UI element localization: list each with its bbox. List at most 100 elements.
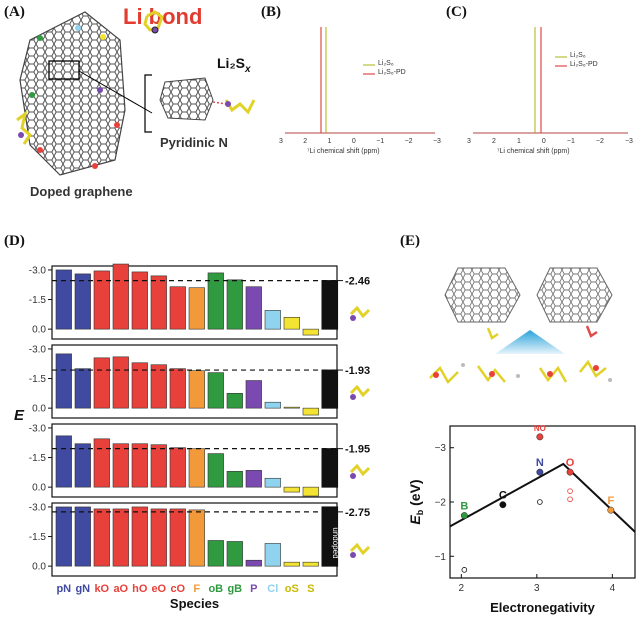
bar-gN bbox=[74, 368, 91, 409]
tick: 1 bbox=[516, 138, 521, 145]
bar-row-3: -3.0-1.50.0-1.95 bbox=[29, 423, 371, 498]
bar-pN bbox=[55, 353, 72, 409]
reference-value-label: -2.75 bbox=[345, 507, 370, 519]
x-tick-label: oB bbox=[208, 583, 223, 595]
panel-a: Li bond bbox=[0, 0, 260, 225]
polysulfide-icon bbox=[349, 305, 371, 319]
x-axis-label: ⁷Li chemical shift (ppm) bbox=[497, 148, 570, 155]
selection-box bbox=[48, 60, 80, 80]
x-axis-label: ⁷Li chemical shift (ppm) bbox=[307, 148, 380, 155]
bar-gB bbox=[226, 541, 243, 567]
undoped-label: undoped bbox=[331, 527, 340, 558]
data-point-open bbox=[461, 567, 468, 573]
bar-undoped bbox=[321, 448, 339, 488]
bracket bbox=[144, 74, 152, 133]
data-point-F bbox=[607, 506, 615, 514]
x-tick-label: kO bbox=[94, 583, 109, 595]
bar-F bbox=[188, 509, 205, 567]
bar-oB bbox=[207, 372, 224, 409]
bar-oS bbox=[283, 406, 300, 409]
bar-S bbox=[302, 328, 319, 336]
bar-undoped bbox=[321, 369, 339, 409]
bar-hO bbox=[131, 271, 148, 330]
data-point-open bbox=[500, 501, 506, 508]
y-tick-label: -3.0 bbox=[29, 502, 47, 513]
bar-kO bbox=[93, 357, 110, 409]
bar-aO bbox=[112, 263, 129, 330]
bar-gB bbox=[226, 471, 243, 488]
point-label: O bbox=[566, 457, 575, 469]
panel-label-b: (B) bbox=[261, 4, 281, 20]
polysulfide-icon bbox=[349, 542, 371, 556]
lithium-atom bbox=[350, 552, 356, 558]
point-label: F bbox=[607, 495, 614, 507]
polysulfide-icon bbox=[349, 463, 371, 477]
y-tick-label: -1.5 bbox=[29, 453, 47, 464]
bar-S bbox=[302, 407, 319, 416]
y-tick-label: -1.5 bbox=[29, 532, 47, 543]
bar-Cl bbox=[264, 310, 281, 330]
bar-oB bbox=[207, 540, 224, 567]
tick: 2 bbox=[491, 138, 496, 145]
x-tick-label: F bbox=[193, 583, 200, 595]
bar-S bbox=[302, 486, 319, 497]
graphene-sheet-right bbox=[536, 267, 613, 323]
lithium-atom bbox=[350, 394, 356, 400]
bar-aO bbox=[112, 356, 129, 409]
data-point-N bbox=[536, 468, 544, 476]
tick: −1 bbox=[566, 138, 575, 145]
bar-pN bbox=[55, 269, 72, 330]
tick: −2 bbox=[404, 138, 413, 145]
tick: 3 bbox=[467, 138, 471, 145]
x-ticks: 3 2 1 0 −1 −2 −3 bbox=[467, 138, 633, 145]
bar-hO bbox=[131, 506, 148, 567]
x-tick-label: gN bbox=[75, 583, 90, 595]
inset-li2sx bbox=[224, 99, 256, 115]
li2sx-cluster bbox=[143, 10, 164, 34]
dopant-atom bbox=[29, 92, 35, 98]
inset-graphene bbox=[159, 77, 214, 121]
tick: 2 bbox=[303, 138, 308, 145]
bar-cO bbox=[169, 286, 186, 330]
bar-Cl bbox=[264, 543, 281, 567]
bar-P bbox=[245, 559, 262, 567]
bar-gN bbox=[74, 506, 91, 567]
y-tick-label: −1 bbox=[435, 552, 447, 563]
y-tick-label: −3 bbox=[435, 443, 447, 454]
bar-oS bbox=[283, 561, 300, 567]
tick: 1 bbox=[327, 138, 332, 145]
adsorption-arrow bbox=[495, 330, 565, 354]
graphene-adsorption-illustration bbox=[429, 267, 613, 385]
y-tick-label: -1.5 bbox=[29, 374, 47, 385]
tick: −3 bbox=[432, 138, 441, 145]
point-label: NO bbox=[534, 424, 546, 433]
bar-F bbox=[188, 287, 205, 330]
doped-graphene-label: Doped graphene bbox=[30, 184, 133, 199]
reference-value-label: -1.95 bbox=[345, 444, 370, 456]
bar-cO bbox=[169, 508, 186, 567]
x-tick-label: oS bbox=[285, 583, 299, 595]
bar-eO bbox=[150, 275, 167, 330]
lithium-atom bbox=[350, 473, 356, 479]
bar-undoped bbox=[321, 506, 339, 567]
x-tick-label: aO bbox=[113, 583, 128, 595]
legend-pd-label: Li₂S₆-PD bbox=[570, 61, 598, 68]
x-axis-label: Species bbox=[170, 596, 219, 611]
doped-graphene-illustration bbox=[16, 10, 256, 176]
bar-eO bbox=[150, 364, 167, 409]
bar-kO bbox=[93, 438, 110, 488]
reference-value-label: -2.46 bbox=[345, 276, 370, 288]
data-point-open bbox=[567, 496, 573, 503]
tick: −2 bbox=[595, 138, 604, 145]
x-tick-label: eO bbox=[151, 583, 166, 595]
nmr-plot-c bbox=[473, 27, 628, 134]
x-tick-label: 4 bbox=[610, 583, 616, 594]
panel-c: Li₂S₆ Li₂S₆-PD 3 2 1 0 −1 −2 −3 ⁷Li chem… bbox=[453, 15, 638, 165]
data-point-O bbox=[566, 468, 574, 476]
x-tick-label: Cl bbox=[267, 583, 278, 595]
tick: 0 bbox=[541, 138, 546, 145]
li2sx-molecules bbox=[429, 359, 612, 385]
bar-row-2: -3.0-1.50.0-1.93 bbox=[29, 344, 370, 419]
